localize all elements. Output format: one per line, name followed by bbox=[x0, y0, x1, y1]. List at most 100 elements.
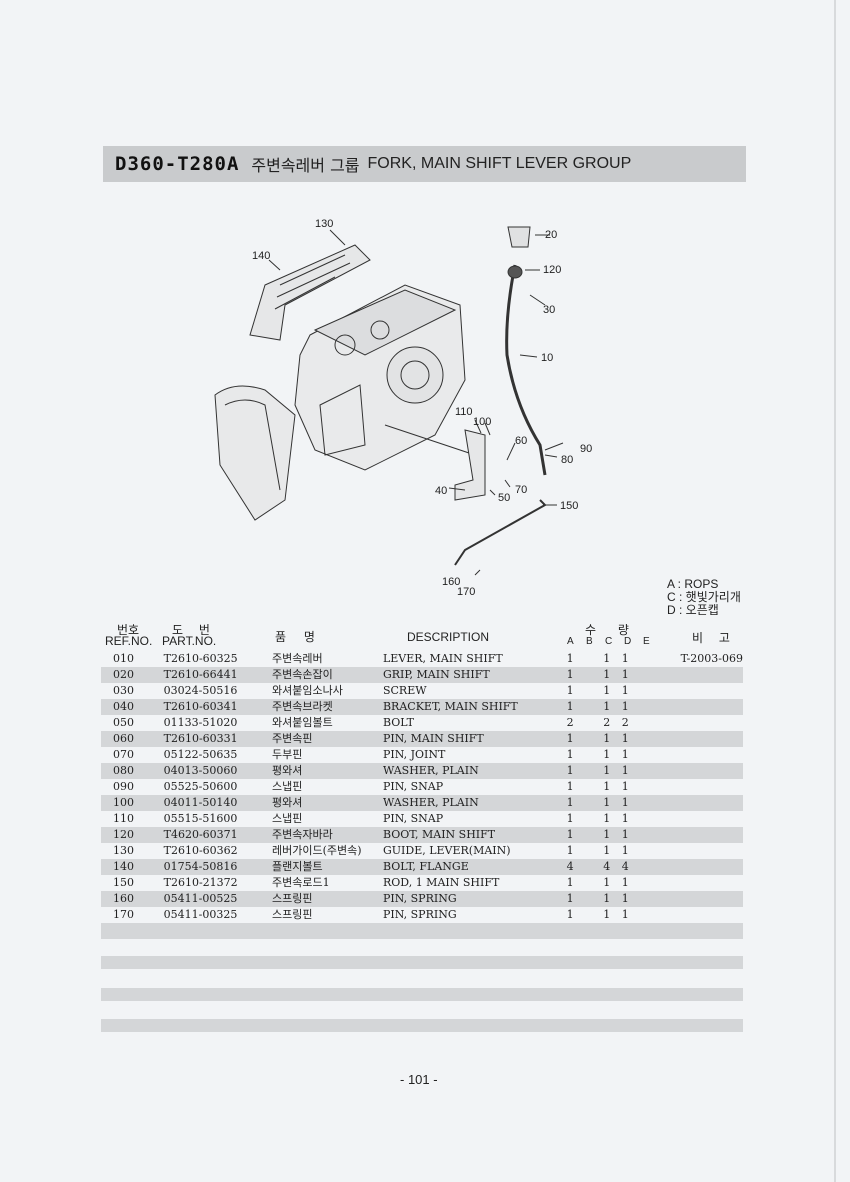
cell-note bbox=[653, 779, 743, 795]
cell-d: 1 bbox=[621, 684, 629, 697]
cell-e bbox=[634, 763, 653, 779]
header-note-ko: 비 고 bbox=[692, 631, 730, 645]
cell-d: 1 bbox=[615, 763, 635, 779]
cell-note bbox=[653, 715, 743, 731]
page-number: - 101 - bbox=[400, 1072, 438, 1087]
cell-b bbox=[579, 667, 598, 683]
cell-part: 01133-51020 bbox=[163, 716, 238, 729]
cell-ref: 140 bbox=[101, 859, 164, 875]
cell-d: 1 bbox=[621, 812, 629, 825]
empty-row-stripe bbox=[101, 988, 743, 1001]
cell-note bbox=[653, 907, 743, 923]
cell-desc: BOOT, MAIN SHIFT bbox=[382, 827, 561, 843]
cell-name: 주변속로드1 bbox=[271, 876, 330, 889]
cell-name: 평와셔 bbox=[271, 763, 383, 779]
cell-e bbox=[634, 683, 652, 699]
cell-b bbox=[579, 683, 597, 699]
cell-ref: 060 bbox=[101, 731, 164, 747]
cell-name: 와셔붙임볼트 bbox=[271, 716, 333, 729]
cell-a: 2 bbox=[566, 716, 574, 729]
cell-e bbox=[634, 715, 652, 731]
cell-part: 05515-51600 bbox=[163, 812, 238, 825]
callout-130: 130 bbox=[315, 218, 333, 230]
cell-name: 스냅핀 bbox=[271, 780, 303, 793]
cell-note bbox=[652, 891, 743, 907]
callout-30: 30 bbox=[543, 304, 555, 316]
cell-name: 스프링핀 bbox=[271, 891, 383, 907]
cell-desc: SCREW bbox=[382, 684, 427, 697]
cell-b bbox=[579, 795, 598, 811]
cell-part: T2610-60325 bbox=[163, 652, 238, 665]
callout-140: 140 bbox=[252, 250, 270, 262]
cell-a: 1 bbox=[566, 908, 574, 921]
cell-a: 1 bbox=[566, 780, 574, 793]
cell-a: 1 bbox=[560, 667, 580, 683]
cell-e bbox=[634, 891, 653, 907]
group-code: D360-T280A bbox=[115, 153, 240, 175]
cell-note: T-2003-069 bbox=[680, 652, 743, 665]
cell-note bbox=[653, 811, 743, 827]
callout-60: 60 bbox=[515, 435, 527, 447]
cell-d: 1 bbox=[621, 748, 629, 761]
cell-d: 4 bbox=[615, 859, 635, 875]
cell-b bbox=[579, 891, 598, 907]
cell-e bbox=[634, 667, 653, 683]
cell-part: T4620-60371 bbox=[163, 827, 272, 843]
cell-c: 1 bbox=[597, 667, 616, 683]
header-qty-e: E bbox=[643, 636, 650, 647]
header-qty-ko: 수 량 bbox=[585, 623, 629, 637]
cell-name: 플랜지볼트 bbox=[271, 859, 383, 875]
cell-ref: 170 bbox=[113, 908, 134, 921]
callout-90: 90 bbox=[580, 443, 592, 455]
cell-note bbox=[652, 827, 743, 843]
cell-e bbox=[634, 907, 652, 923]
group-title-korean: 주변속레버 그룹 bbox=[251, 156, 360, 175]
group-title-english: FORK, MAIN SHIFT LEVER GROUP bbox=[367, 155, 632, 172]
header-qty-b: B bbox=[586, 636, 593, 647]
cell-ref: 090 bbox=[113, 780, 134, 793]
cell-e bbox=[634, 843, 652, 859]
cell-desc: PIN, MAIN SHIFT bbox=[382, 731, 561, 747]
callout-120: 120 bbox=[543, 264, 561, 276]
cell-desc: PIN, SPRING bbox=[382, 891, 561, 907]
cell-ref: 050 bbox=[113, 716, 134, 729]
cell-a: 1 bbox=[560, 763, 580, 779]
cell-desc: GRIP, MAIN SHIFT bbox=[382, 667, 561, 683]
header-qty-d: D bbox=[624, 636, 632, 647]
cell-part: T2610-60341 bbox=[163, 699, 272, 715]
cell-a: 1 bbox=[560, 795, 580, 811]
cell-name: 주변속손잡이 bbox=[271, 667, 383, 683]
cell-ref: 070 bbox=[113, 748, 134, 761]
cell-ref: 030 bbox=[113, 684, 134, 697]
cell-desc: WASHER, PLAIN bbox=[382, 763, 561, 779]
cell-d: 1 bbox=[615, 795, 635, 811]
cell-a: 1 bbox=[566, 844, 574, 857]
cell-b bbox=[579, 827, 598, 843]
cell-c: 1 bbox=[597, 731, 616, 747]
callout-20: 20 bbox=[545, 229, 557, 241]
cell-d: 1 bbox=[615, 667, 635, 683]
cell-d: 1 bbox=[621, 780, 629, 793]
cell-c: 1 bbox=[603, 908, 611, 921]
cell-desc: PIN, SNAP bbox=[382, 780, 444, 793]
cell-e bbox=[634, 795, 653, 811]
cell-c: 1 bbox=[603, 684, 611, 697]
callout-110: 110 bbox=[455, 406, 473, 418]
cell-a: 1 bbox=[566, 684, 574, 697]
cell-b bbox=[579, 731, 598, 747]
empty-row-stripe bbox=[101, 956, 743, 969]
callout-150: 150 bbox=[560, 500, 578, 512]
main-shift-lever-part bbox=[505, 264, 547, 476]
legend: A : ROPS C : 햇빛가리개 D : 오픈캡 bbox=[667, 578, 741, 617]
empty-cell bbox=[101, 923, 743, 939]
cell-name: 레버가이드(주변속) bbox=[271, 844, 362, 857]
callout-40: 40 bbox=[435, 485, 447, 497]
header-ref-en: REF.NO. bbox=[105, 634, 153, 648]
cell-note bbox=[653, 843, 743, 859]
